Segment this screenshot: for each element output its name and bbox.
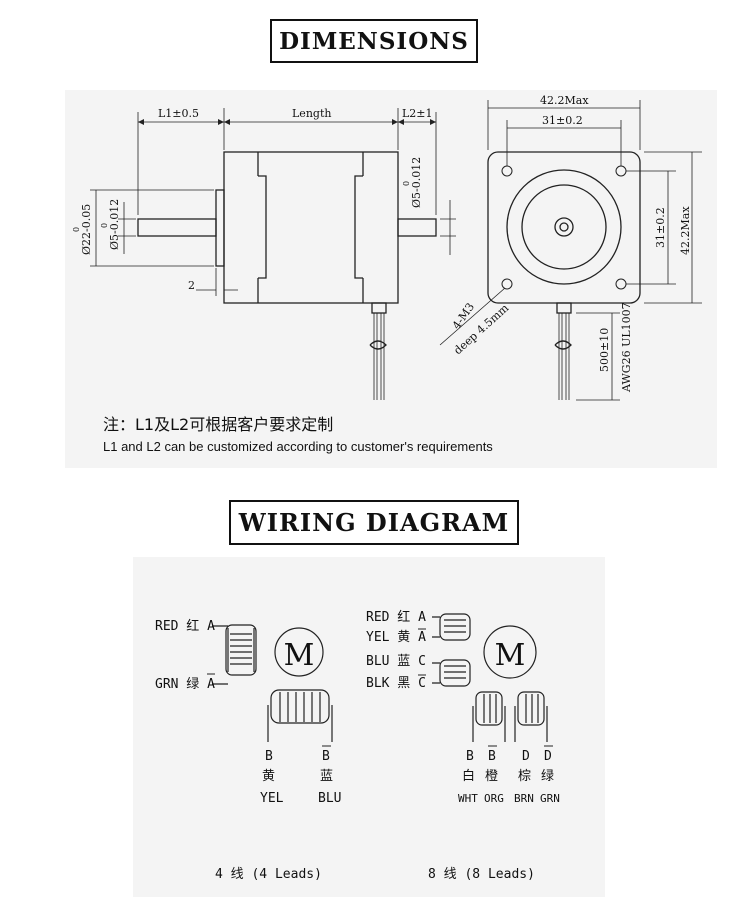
height-max-dim: 42.2Max <box>679 206 692 255</box>
cable-length-dim: 500±10 <box>598 328 611 372</box>
wiring-panel <box>133 557 605 897</box>
width-max-dim: 42.2Max <box>540 94 589 107</box>
motor-4lead <box>274 627 324 677</box>
label-b-cn-8lead: 白 <box>462 768 475 784</box>
wiring-heading: WIRING DIAGRAM <box>229 500 519 545</box>
label-red-8lead: RED 红 A <box>366 609 426 625</box>
coil-a-4lead <box>225 624 257 676</box>
dimensions-heading: DIMENSIONS <box>270 19 478 63</box>
label-b-bar-cn-8lead: 橙 <box>485 769 498 784</box>
cable-spec-dim: AWG26 UL1007 <box>620 302 633 393</box>
label-d-cn-8lead: 棕 <box>518 769 531 784</box>
label-yel-8lead: YEL 黄 A <box>366 630 426 645</box>
label-b-8lead: B <box>466 749 474 764</box>
label-d-8lead: D <box>522 749 530 764</box>
l2-dim: L2±1 <box>402 107 433 120</box>
note-chinese: 注：L1及L2可根据客户要求定制 <box>103 415 334 434</box>
coil-b-4lead <box>267 689 333 742</box>
shaft-dia-front-dim: Ø22-0.05 <box>80 204 93 255</box>
label-b-bar-en: BLU <box>318 791 341 806</box>
length-dim: Length <box>292 107 331 120</box>
motor-8lead <box>483 625 537 679</box>
shaft-dia-front-tol: 0 <box>72 227 81 232</box>
label-d-bar-cn-8lead: 绿 <box>541 769 554 784</box>
front-shaft <box>137 218 217 237</box>
motor-body-side <box>223 151 399 304</box>
label-b-cn: 黄 <box>262 769 275 784</box>
label-d-en-8lead: BRN <box>514 792 534 805</box>
hole-spacing-h-dim: 31±0.2 <box>542 114 583 127</box>
label-b: B <box>265 749 273 764</box>
shaft-d-rear-tol: 0 <box>402 181 411 186</box>
label-blu-8lead: BLU 蓝 C <box>366 654 426 669</box>
rear-shaft <box>397 218 437 237</box>
label-blk-8lead: BLK 黑 C <box>366 676 426 691</box>
motor-symbol-8lead: M <box>495 638 526 673</box>
label-d-bar-en-8lead: GRN <box>540 792 560 805</box>
dimensions-panel <box>65 90 717 468</box>
l1-dim: L1±0.5 <box>158 107 199 120</box>
flange-dim: 2 <box>188 279 195 292</box>
shaft-d-front-dim: Ø5-0.012 <box>108 199 121 250</box>
note-english: L1 and L2 can be customized according to… <box>103 439 493 454</box>
caption-4lead: 4 线 (4 Leads) <box>215 867 322 882</box>
label-b-bar-en-8lead: ORG <box>484 792 504 805</box>
label-red-4lead: RED 红 A <box>155 618 215 634</box>
label-b-en-8lead: WHT <box>458 792 478 805</box>
label-grn-4lead: GRN 绿 A <box>155 677 215 692</box>
dimensions-drawing: L1±0.5 Length L2±1 2 Ø22-0.05 0 Ø5-0.012… <box>72 94 702 401</box>
caption-8lead: 8 线 (8 Leads) <box>428 867 535 882</box>
flange <box>215 189 225 267</box>
label-d-bar-8lead: D <box>544 749 552 764</box>
label-b-bar-cn: 蓝 <box>320 769 333 784</box>
label-b-en: YEL <box>260 791 284 806</box>
label-b-bar-8lead: B <box>488 749 496 764</box>
motor-symbol-4lead: M <box>284 638 315 673</box>
shaft-d-front-tol: 0 <box>100 223 109 228</box>
label-b-bar: B <box>322 749 330 764</box>
hole-spacing-v-dim: 31±0.2 <box>654 207 667 248</box>
wiring-drawing: M M RED 红 A GRN 绿 A B B 黄 蓝 YEL BLU RED … <box>155 609 560 882</box>
shaft-d-rear-dim: Ø5-0.012 <box>410 157 423 208</box>
